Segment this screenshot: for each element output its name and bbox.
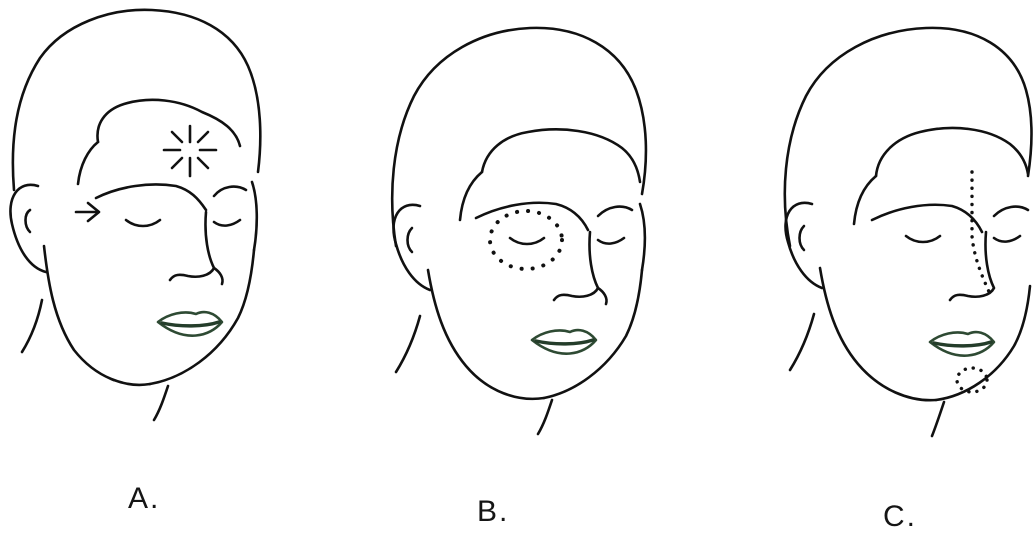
lip-line-a: [162, 322, 219, 326]
hairline-temple-c: [854, 176, 876, 224]
hairline-a: [97, 100, 240, 146]
nose-a: [170, 212, 214, 280]
ear-inner-c: [800, 226, 805, 250]
face-c: [785, 28, 1032, 436]
hairline-b: [482, 129, 640, 182]
eye-left-c: [906, 236, 940, 242]
neck-left-c: [790, 314, 814, 370]
neck-right-a: [154, 386, 168, 420]
face-a: [10, 10, 260, 420]
ear-b: [393, 205, 430, 290]
face-right-a: [252, 182, 257, 250]
nose-b: [554, 232, 598, 300]
jaw-right-b: [544, 270, 642, 398]
dotted-nose-line-c: [972, 172, 990, 294]
ear-inner-b: [408, 228, 413, 252]
lip-line-b: [536, 340, 593, 344]
panel-label-a: A.: [128, 482, 160, 516]
panel-label-c: C.: [883, 500, 917, 534]
eye-right-b: [598, 238, 624, 244]
brow-right-a: [214, 187, 246, 196]
dotted-eye-region-b: [490, 211, 562, 269]
hairline-temple-b: [460, 172, 482, 220]
hairline-c: [876, 128, 1028, 176]
neck-left-b: [396, 316, 420, 372]
brow-left-c: [872, 205, 982, 232]
eye-left-b: [510, 238, 544, 244]
cheek-left-a: [44, 246, 150, 385]
neck-right-c: [932, 402, 944, 436]
ear-inner-a: [26, 210, 31, 232]
neck-left-a: [22, 300, 42, 352]
nostril-b: [598, 288, 607, 304]
hair-outline-b: [392, 28, 646, 246]
panel-label-b: B.: [477, 495, 509, 529]
lip-line-c: [934, 342, 991, 346]
brow-right-c: [994, 207, 1028, 216]
starburst-marker-a: [164, 126, 216, 176]
neck-right-b: [538, 400, 552, 434]
arrow-marker-a: [76, 203, 99, 221]
cheek-left-c: [820, 268, 936, 400]
nostril-a: [214, 268, 223, 284]
hairline-temple-a: [78, 142, 98, 184]
eye-right-c: [994, 236, 1020, 242]
eye-right-a: [214, 220, 240, 226]
face-right-b: [640, 204, 645, 270]
brow-right-b: [598, 207, 632, 216]
cheek-left-b: [428, 270, 544, 399]
brow-left-b: [476, 203, 588, 230]
face-b: [392, 28, 646, 434]
eye-left-a: [126, 220, 160, 226]
brow-left-a: [96, 185, 206, 211]
